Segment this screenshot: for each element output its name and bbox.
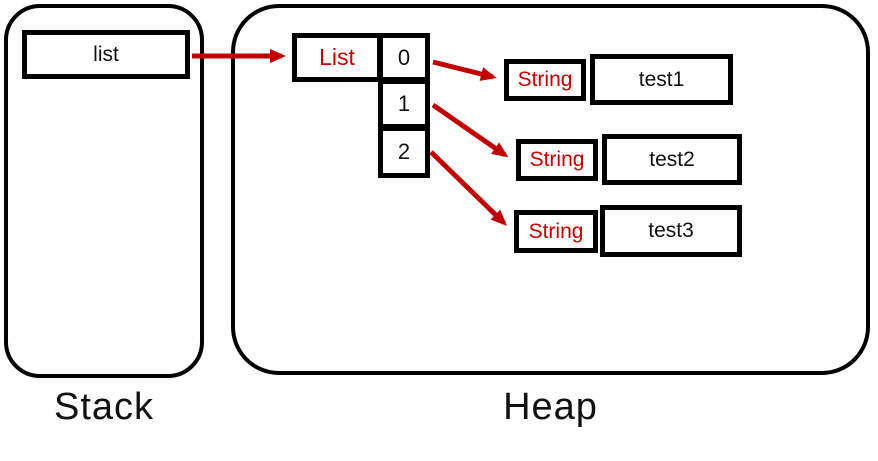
string3-value-label: test3 — [648, 219, 694, 242]
list-object-type-label: List — [319, 44, 355, 70]
list-index-0-label: 0 — [397, 44, 411, 70]
string2-value-box: test2 — [602, 134, 742, 185]
list-index-1-label: 1 — [397, 91, 411, 116]
stack-region-label: Stack — [53, 386, 155, 428]
list-index-1-cell: 1 — [378, 79, 430, 129]
string1-value-box: test1 — [590, 54, 733, 105]
string1-value-label: test1 — [638, 67, 685, 91]
list-index-0-cell: 0 — [378, 33, 430, 82]
string3-value-box: test3 — [600, 205, 742, 257]
list-object-type-box: List — [292, 33, 382, 82]
list-index-2-cell: 2 — [378, 126, 430, 178]
heap-region-label: Heap — [503, 386, 598, 428]
string3-type-label: String — [528, 219, 584, 243]
string2-value-label: test2 — [649, 147, 695, 171]
string2-type-box: String — [516, 139, 598, 181]
list-index-2-label: 2 — [397, 139, 411, 164]
string3-type-box: String — [514, 210, 598, 253]
string1-type-label: String — [517, 68, 573, 91]
stack-variable-box: list — [22, 30, 190, 79]
string2-type-label: String — [529, 148, 585, 171]
string1-type-box: String — [504, 59, 586, 101]
stack-variable-label: list — [93, 42, 119, 66]
